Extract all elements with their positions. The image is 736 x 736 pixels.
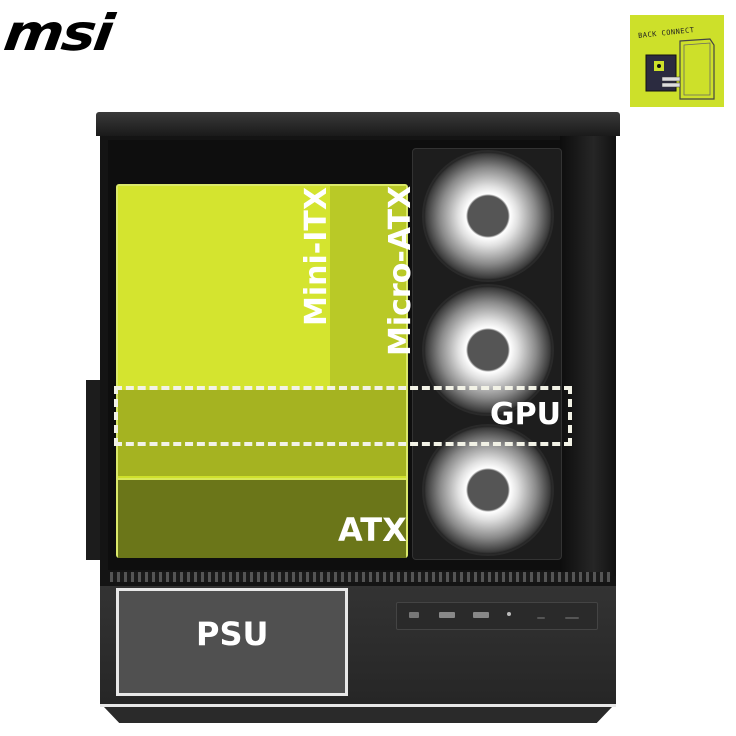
usb-c-port-icon [409,612,419,618]
case-front-glass [560,136,616,576]
case-side-bracket [86,380,100,560]
back-connect-badge: BACK CONNECT [630,15,724,107]
case-top-panel [96,112,620,136]
psu-zone [116,588,348,696]
micro-atx-lower-zone [118,390,406,476]
case-feet [104,707,612,723]
gpu-label: GPU [490,397,561,432]
psu-label: PSU [196,615,269,653]
micro-atx-zone [330,186,406,390]
usb-a-port-icon [473,612,489,618]
micro-atx-label: Micro-ATX [383,185,418,356]
bottom-light-stripe [100,704,616,707]
fan-top-icon [422,150,554,282]
mini-itx-label: Mini-ITX [299,187,334,326]
shroud-vent [110,572,610,582]
front-io-panel [396,602,598,630]
motherboard-case-icon [645,38,715,100]
msi-logo: msi [0,4,116,62]
usb-a-port-icon [439,612,455,618]
gpu-zone [114,386,572,446]
reset-button-icon [537,617,545,619]
power-button-icon [565,617,579,619]
fan-middle-icon [422,284,554,416]
atx-zone [118,478,406,558]
audio-jack-icon [507,612,511,616]
fan-bottom-icon [422,424,554,556]
atx-label: ATX [338,511,407,549]
mini-itx-zone [118,186,330,390]
